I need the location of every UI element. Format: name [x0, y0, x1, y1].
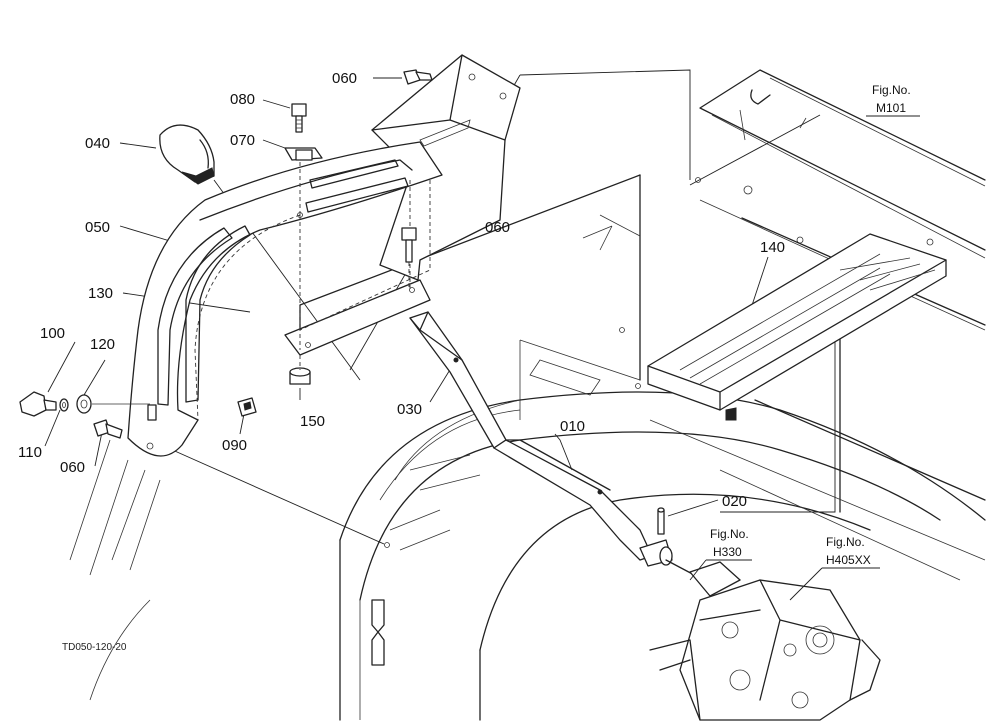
knob-040 — [159, 124, 215, 185]
lever-guide-bracket — [127, 54, 521, 457]
nut-150 — [289, 355, 311, 385]
clip-090 — [237, 397, 257, 417]
plate-140 — [647, 233, 947, 421]
fig-ref-m101-line1: Fig.No. — [872, 83, 911, 97]
part-label-040: 040 — [85, 135, 110, 152]
part-label-060-mid: 060 — [485, 219, 510, 236]
fig-ref-h405-line2: H405XX — [826, 553, 871, 567]
part-label-120: 120 — [90, 336, 115, 353]
part-label-150: 150 — [300, 413, 325, 430]
bolt-060-low — [93, 419, 123, 439]
part-label-060-top: 060 — [332, 70, 357, 87]
fig-ref-m101-line2: M101 — [876, 101, 906, 115]
fig-ref-m101: Fig.No. M101 — [866, 83, 920, 117]
part-label-090: 090 — [222, 437, 247, 454]
part-label-140: 140 — [760, 239, 785, 256]
fig-ref-h405-line1: Fig.No. — [826, 535, 865, 549]
knob-bolt-100 — [19, 391, 57, 417]
bolt-080 — [291, 103, 307, 133]
control-valve-assembly — [649, 559, 881, 721]
part-label-030: 030 — [397, 401, 422, 418]
pin-020 — [657, 507, 665, 535]
part-number-labels: 060 080 070 040 060 050 140 130 100 120 … — [18, 70, 785, 510]
drawing-id: TD050-120-20 — [62, 642, 127, 653]
part-label-010: 010 — [560, 418, 585, 435]
part-label-130: 130 — [88, 285, 113, 302]
part-label-020: 020 — [722, 493, 747, 510]
part-label-100: 100 — [40, 325, 65, 342]
figure-references: Fig.No. M101 Fig.No. H330 Fig.No. H405XX — [689, 83, 920, 601]
fig-ref-h330-line1: Fig.No. — [710, 527, 749, 541]
bolt-060-mid — [401, 227, 417, 290]
part-label-050: 050 — [85, 219, 110, 236]
part-label-060-low: 060 — [60, 459, 85, 476]
washer-110 — [59, 398, 69, 412]
clip-nut-070 — [284, 147, 323, 215]
fig-ref-h330: Fig.No. H330 — [689, 527, 752, 581]
part-label-070: 070 — [230, 132, 255, 149]
part-label-080: 080 — [230, 91, 255, 108]
bolt-060-top — [403, 69, 433, 85]
part-label-110: 110 — [18, 444, 42, 461]
fig-ref-h330-line2: H330 — [713, 545, 742, 559]
lever-rod-010 — [493, 439, 673, 567]
fig-ref-h405: Fig.No. H405XX — [789, 535, 880, 601]
washer-120 — [76, 394, 150, 414]
